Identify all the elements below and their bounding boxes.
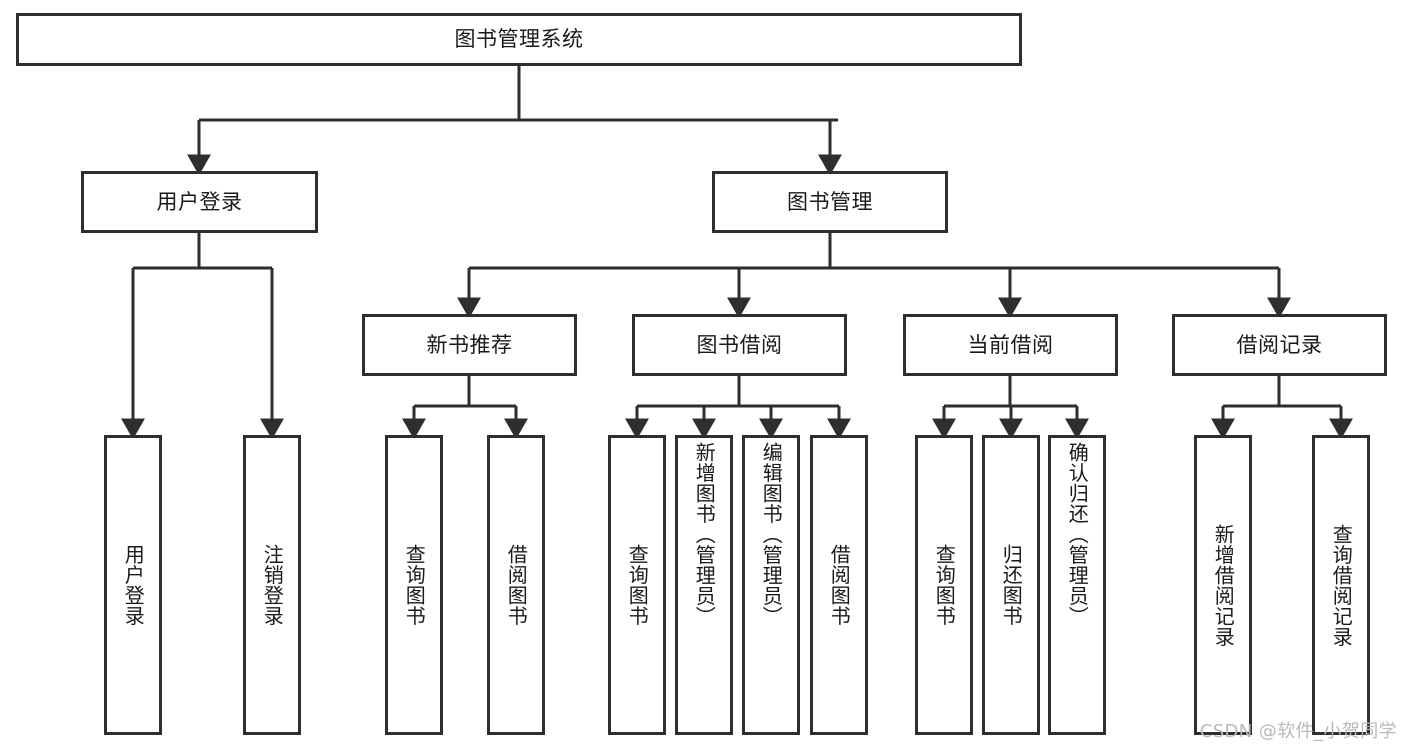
node-book-management-label: 图书管理 [787, 189, 873, 214]
node-root[interactable]: 图书管理系统 [16, 13, 1022, 66]
leaf-user-logout-label: 注销登录 [260, 544, 285, 626]
leaf-borrow-book-recommend[interactable]: 借阅图书 [487, 435, 545, 735]
leaf-add-book-label: 新增图书（管理员） [692, 442, 717, 627]
leaf-confirm-return[interactable]: 确认归还（管理员） [1048, 435, 1106, 735]
leaf-return-book-label: 归还图书 [999, 544, 1024, 626]
leaf-borrow-book-recommend-label: 借阅图书 [504, 544, 529, 626]
node-user-login-label: 用户登录 [156, 189, 243, 214]
leaf-edit-book-label: 编辑图书（管理员） [759, 442, 784, 627]
node-book-borrow-label: 图书借阅 [696, 332, 783, 357]
leaf-user-login-label: 用户登录 [121, 544, 146, 626]
node-user-login[interactable]: 用户登录 [81, 171, 318, 233]
node-book-borrow[interactable]: 图书借阅 [632, 314, 847, 376]
leaf-confirm-return-label: 确认归还（管理员） [1065, 442, 1090, 627]
node-current-borrow-label: 当前借阅 [967, 332, 1054, 357]
node-borrow-record-label: 借阅记录 [1236, 332, 1323, 357]
node-new-book-recommend[interactable]: 新书推荐 [362, 314, 577, 376]
leaf-user-login[interactable]: 用户登录 [104, 435, 162, 735]
leaf-query-book-recommend[interactable]: 查询图书 [385, 435, 443, 735]
node-book-management[interactable]: 图书管理 [712, 171, 948, 233]
node-borrow-record[interactable]: 借阅记录 [1172, 314, 1387, 376]
leaf-query-borrow-record-label: 查询借阅记录 [1329, 523, 1354, 647]
leaf-edit-book[interactable]: 编辑图书（管理员） [742, 435, 800, 735]
node-current-borrow[interactable]: 当前借阅 [903, 314, 1118, 376]
leaf-add-borrow-record-label: 新增借阅记录 [1211, 523, 1236, 647]
leaf-borrow-book[interactable]: 借阅图书 [810, 435, 868, 735]
leaf-add-borrow-record[interactable]: 新增借阅记录 [1194, 435, 1252, 735]
leaf-return-book[interactable]: 归还图书 [982, 435, 1040, 735]
leaf-query-book-borrow-label: 查询图书 [625, 544, 650, 626]
leaf-query-book-recommend-label: 查询图书 [402, 544, 427, 626]
leaf-borrow-book-label: 借阅图书 [827, 544, 852, 626]
node-new-book-recommend-label: 新书推荐 [426, 332, 513, 357]
watermark-text: CSDN @软件_小贺同学 [1199, 721, 1397, 742]
leaf-user-logout[interactable]: 注销登录 [243, 435, 301, 735]
leaf-add-book[interactable]: 新增图书（管理员） [675, 435, 733, 735]
leaf-query-book-current-label: 查询图书 [932, 544, 957, 626]
node-root-label: 图书管理系统 [454, 27, 584, 52]
leaf-query-book-borrow[interactable]: 查询图书 [608, 435, 666, 735]
leaf-query-book-current[interactable]: 查询图书 [915, 435, 973, 735]
leaf-query-borrow-record[interactable]: 查询借阅记录 [1312, 435, 1370, 735]
